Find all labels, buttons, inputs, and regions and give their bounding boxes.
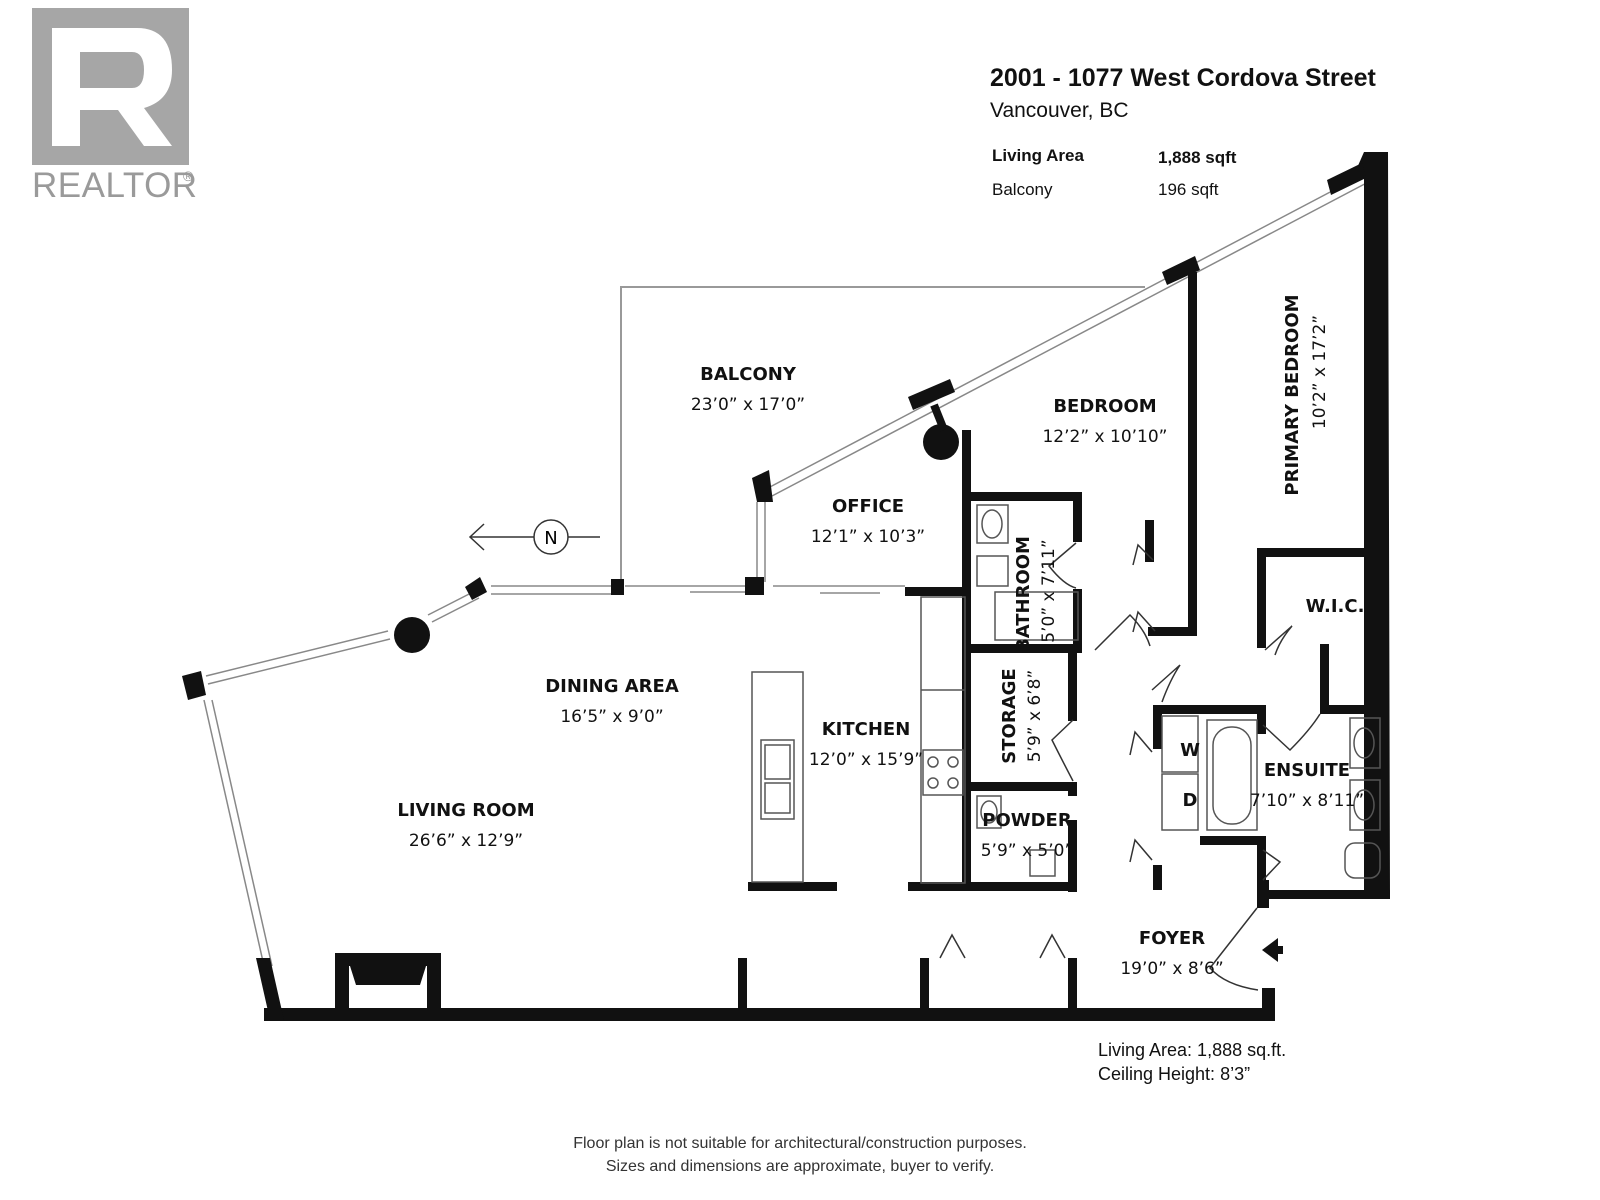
disclaimer-line-2: Sizes and dimensions are approximate, bu… xyxy=(605,1158,995,1175)
balcony-label: BALCONY xyxy=(700,364,797,385)
doors xyxy=(939,542,1321,991)
bedroom-label: BEDROOM xyxy=(1053,396,1156,417)
foyer-dims: 19’0” x 8’6” xyxy=(1120,959,1223,979)
ensuite-label: ENSUITE xyxy=(1264,760,1350,781)
office-label: OFFICE xyxy=(832,496,904,517)
realtor-wordmark: REALTOR xyxy=(32,166,198,205)
kitchen-label: KITCHEN xyxy=(822,719,911,740)
living-area-label: Living Area xyxy=(992,146,1084,165)
dryer-label: D xyxy=(1183,790,1198,811)
walls xyxy=(182,152,1390,1021)
balcony-area-label: Balcony xyxy=(992,180,1053,199)
sliding-doors xyxy=(625,585,905,594)
bathroom-dims: 5’0” x 7’11” xyxy=(1039,539,1059,642)
balcony-area-value: 196 sqft xyxy=(1158,180,1219,199)
kitchen-dims: 12’0” x 15’9” xyxy=(809,750,923,770)
storage-label: STORAGE xyxy=(999,668,1020,763)
powder-label: POWDER xyxy=(982,810,1072,831)
ceiling-height-note: Ceiling Height: 8’3” xyxy=(1098,1064,1251,1084)
disclaimer-line-1: Floor plan is not suitable for architect… xyxy=(573,1135,1027,1152)
living-area-note: Living Area: 1,888 sq.ft. xyxy=(1098,1040,1287,1060)
ensuite-dims: 7’10” x 8’11” xyxy=(1250,791,1364,811)
kitchen-fixtures xyxy=(751,596,966,884)
room-labels: BALCONY 23’0” x 17’0” BEDROOM 12’2” x 10… xyxy=(397,294,1364,979)
storage-dims: 5’9” x 6’8” xyxy=(1025,670,1045,763)
dining-dims: 16’5” x 9’0” xyxy=(560,707,663,727)
property-city: Vancouver, BC xyxy=(990,99,1129,122)
registered-mark: ® xyxy=(183,168,194,184)
washer-label: W xyxy=(1180,740,1200,761)
wic-label: W.I.C. xyxy=(1306,596,1365,617)
compass-letter: N xyxy=(544,528,557,549)
foyer-label: FOYER xyxy=(1139,928,1205,949)
realtor-r-mark xyxy=(32,8,189,165)
office-dims: 12’1” x 10’3” xyxy=(811,527,925,547)
entry-arrow-icon xyxy=(1262,938,1278,962)
living-room-dims: 26’6” x 12’9” xyxy=(409,831,523,851)
realtor-logo: REALTOR ® xyxy=(32,8,202,208)
property-address: 2001 - 1077 West Cordova Street xyxy=(990,64,1376,92)
primary-bedroom-label: PRIMARY BEDROOM xyxy=(1282,294,1303,495)
bath-fixtures xyxy=(976,504,1381,879)
primary-bedroom-dims: 10’2” x 17’2” xyxy=(1310,315,1330,429)
powder-dims: 5’9” x 5’0” xyxy=(981,841,1074,861)
balcony-outline xyxy=(620,286,1145,591)
north-compass-icon: N xyxy=(468,519,600,555)
bedroom-dims: 12’2” x 10’10” xyxy=(1042,427,1167,447)
living-area-value: 1,888 sqft xyxy=(1158,148,1237,167)
balcony-dims: 23’0” x 17’0” xyxy=(691,395,805,415)
living-room-label: LIVING ROOM xyxy=(397,800,534,821)
dining-label: DINING AREA xyxy=(545,676,679,697)
window-lines xyxy=(203,169,1377,967)
bathroom-label: BATHROOM xyxy=(1013,536,1034,652)
